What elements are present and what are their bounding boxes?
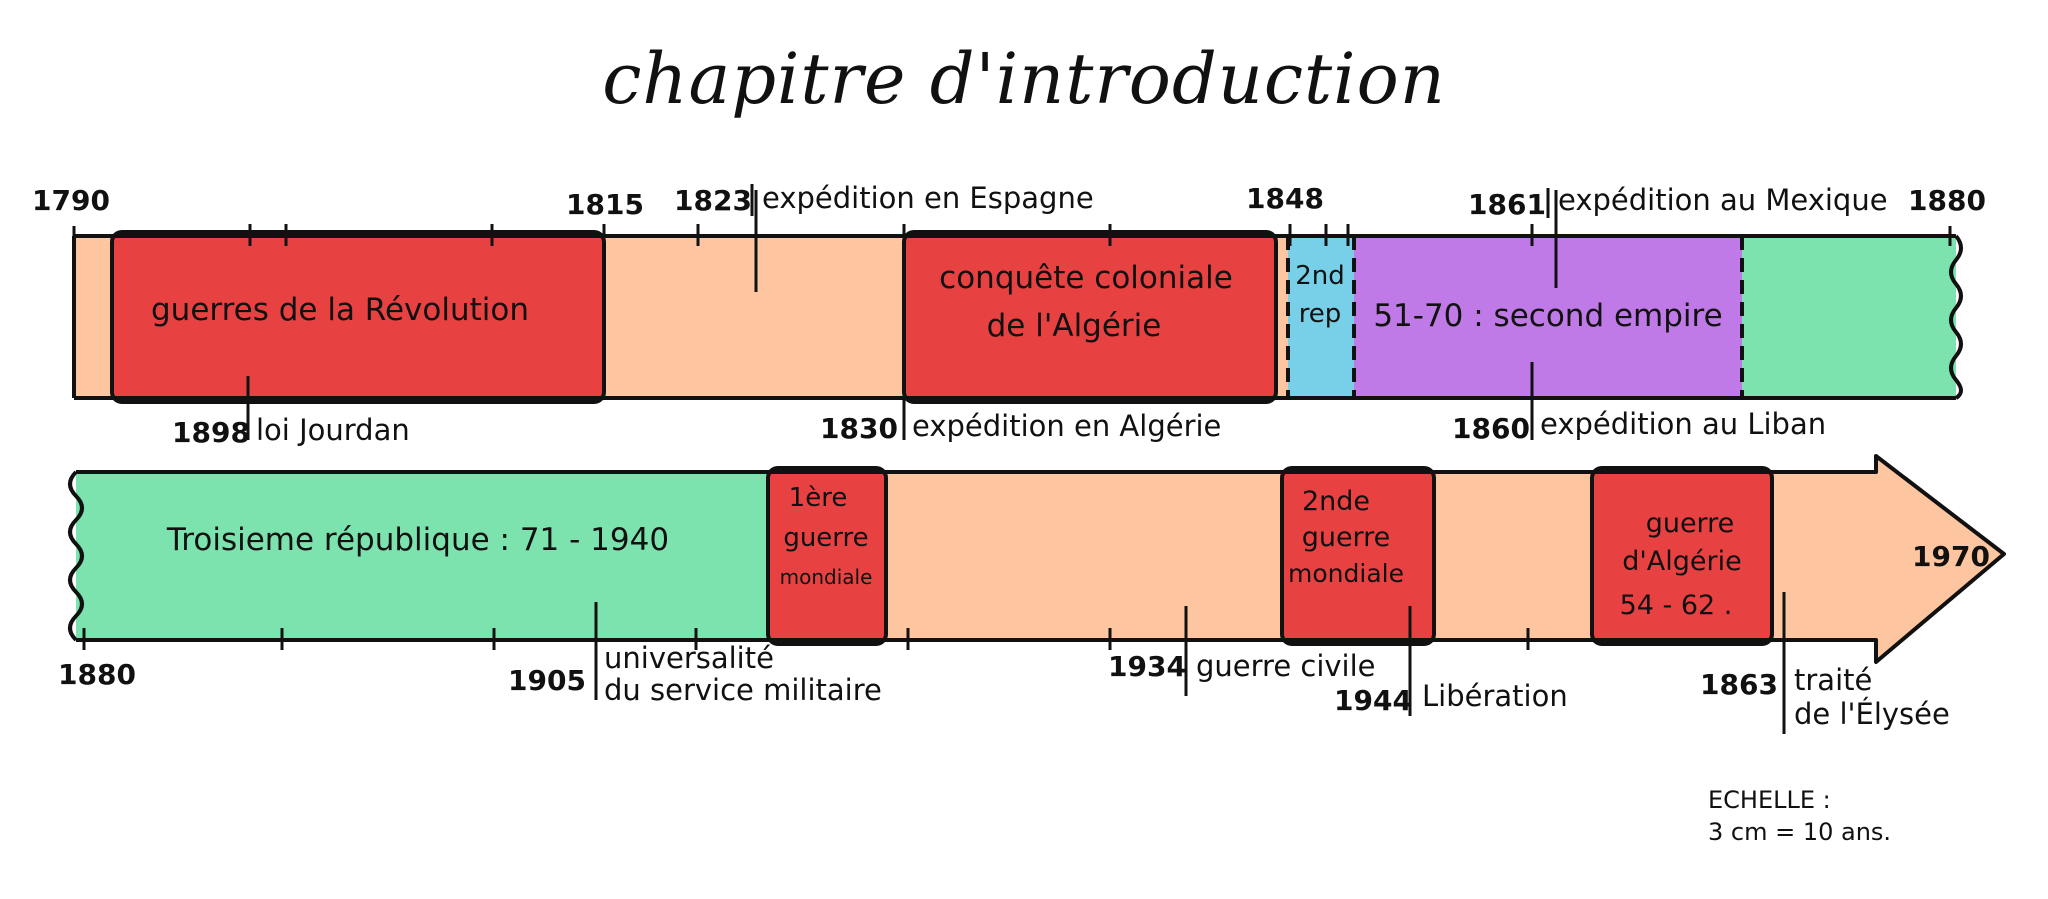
bottom-end-year: 1970 xyxy=(1912,540,1990,573)
bottom-segment-green xyxy=(76,472,772,640)
block-label-2nd-rep-1: 2nd xyxy=(1295,261,1345,291)
event-text-1944: Libération xyxy=(1422,679,1568,713)
bottom-start-year: 1880 xyxy=(58,658,136,691)
bottom-timeline: 1880 1970 Troisieme république : 71 - 19… xyxy=(58,454,2006,734)
page-title: chapitre d'introduction xyxy=(602,38,1446,120)
event-year-1934: 1934 xyxy=(1108,650,1186,683)
block-label-revolution: guerres de la Révolution xyxy=(151,292,529,328)
block-label-ww1-1: 1ère xyxy=(789,483,848,513)
block-label-algerie-war-3: 54 - 62 . xyxy=(1620,590,1733,621)
event-text-1905-2: du service militaire xyxy=(604,673,882,707)
event-year-1830: 1830 xyxy=(820,412,898,445)
bottom-ticks xyxy=(82,592,1786,734)
block-label-ww2-3: mondiale xyxy=(1288,559,1404,588)
event-year-1815: 1815 xyxy=(566,188,644,221)
event-text-1934: guerre civile xyxy=(1196,649,1376,683)
top-segment-purple xyxy=(1352,236,1742,398)
top-block-revolution xyxy=(110,230,606,404)
event-text-1861: expédition au Mexique xyxy=(1558,183,1888,217)
block-label-ww2-1: 2nde xyxy=(1302,486,1370,517)
top-segment-green xyxy=(1740,236,1956,398)
event-year-1848: 1848 xyxy=(1246,182,1324,215)
top-end-year: 1880 xyxy=(1908,184,1986,217)
event-year-1898: 1898 xyxy=(172,416,250,449)
event-year-1823: 1823 xyxy=(674,184,752,217)
scale-heading: ECHELLE : xyxy=(1708,786,1831,814)
block-label-troisieme-republique: Troisieme république : 71 - 1940 xyxy=(166,522,669,558)
block-label-ww1-2: guerre xyxy=(783,523,868,553)
scale-note: ECHELLE : 3 cm = 10 ans. xyxy=(1708,784,1891,848)
top-ticks xyxy=(72,190,1952,440)
bottom-block-ww2 xyxy=(1280,466,1436,646)
bottom-block-ww1 xyxy=(766,466,888,646)
event-year-1905: 1905 xyxy=(508,664,586,697)
event-text-1863-1: traité xyxy=(1794,663,1872,697)
top-block-algerie xyxy=(902,230,1278,404)
event-text-1898: loi Jourdan xyxy=(256,413,410,447)
event-text-1905-1: universalité xyxy=(604,641,774,675)
top-wavy-end xyxy=(1949,234,1963,400)
bottom-wavy-start xyxy=(68,470,84,642)
block-label-ww2-2: guerre xyxy=(1302,522,1391,553)
block-label-algerie-war-2: d'Algérie xyxy=(1622,546,1742,577)
scale-value: 3 cm = 10 ans. xyxy=(1708,818,1892,846)
event-text-1863-2: de l'Élysée xyxy=(1794,697,1950,731)
block-label-algerie-2: de l'Algérie xyxy=(987,308,1162,344)
event-text-1823: expédition en Espagne xyxy=(762,181,1094,215)
top-start-year: 1790 xyxy=(32,184,110,217)
top-bar-outline xyxy=(72,234,1956,400)
bottom-bar-outline xyxy=(76,454,2006,664)
top-segment-blue xyxy=(1288,236,1354,398)
block-label-algerie-1: conquête coloniale xyxy=(939,260,1233,296)
bottom-block-algerie xyxy=(1590,466,1774,646)
block-label-ww1-3: mondiale xyxy=(780,565,873,589)
event-year-1944: 1944 xyxy=(1334,684,1412,717)
event-year-1860: 1860 xyxy=(1452,412,1530,445)
block-label-2nd-rep-2: rep xyxy=(1299,299,1342,329)
top-timeline: 1790 1880 1815 1823 expédition en Espagn… xyxy=(32,181,1986,449)
event-year-1861: 1861 xyxy=(1468,188,1546,221)
block-label-algerie-war-1: guerre xyxy=(1646,508,1735,539)
event-text-1830: expédition en Algérie xyxy=(912,409,1221,443)
event-text-1860: expédition au Liban xyxy=(1540,407,1826,441)
block-label-second-empire: 51-70 : second empire xyxy=(1373,298,1722,334)
event-year-1863: 1863 xyxy=(1700,668,1778,701)
